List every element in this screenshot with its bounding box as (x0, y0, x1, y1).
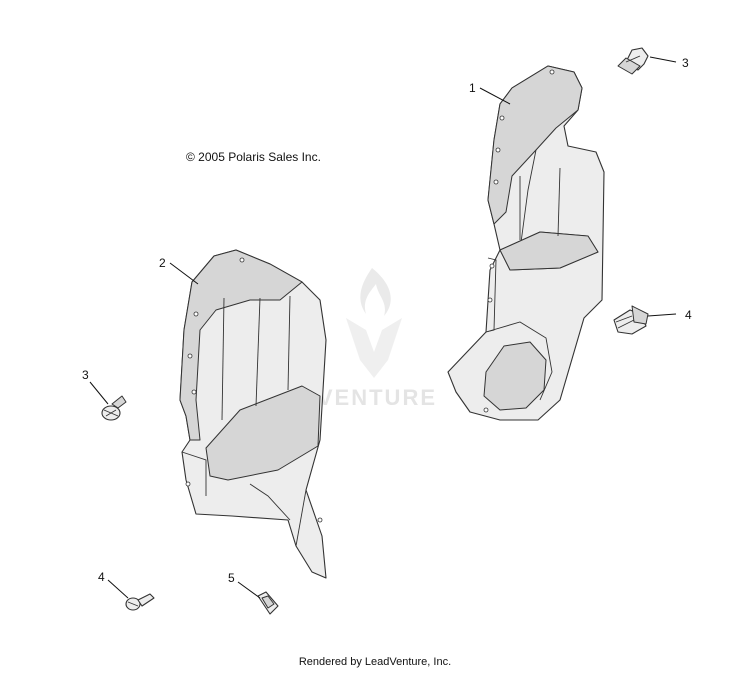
leader-line-3b (89, 381, 109, 405)
leader-line-5 (237, 581, 261, 599)
callout-1: 1 (469, 81, 476, 95)
footer-credit: Rendered by LeadVenture, Inc. (298, 656, 452, 668)
callout-3a: 3 (682, 56, 689, 70)
screw-right (613, 305, 649, 335)
callout-3b: 3 (82, 368, 89, 382)
leader-line-4b (107, 579, 129, 599)
callout-4a: 4 (685, 308, 692, 322)
copyright-notice: © 2005 Polaris Sales Inc. (186, 150, 321, 164)
leader-line-4a (647, 313, 677, 317)
callout-5: 5 (228, 571, 235, 585)
left-shield-panel (179, 249, 327, 579)
leader-line-3a (649, 56, 677, 63)
callout-2: 2 (159, 256, 166, 270)
callout-4b: 4 (98, 570, 105, 584)
leader-line-1 (479, 87, 511, 105)
leader-line-2 (169, 262, 199, 285)
push-rivet-upper-right (617, 47, 649, 75)
right-shield-panel (447, 65, 605, 421)
push-rivet-left (101, 395, 127, 421)
clip-nut (257, 591, 279, 615)
screw-lower-left (125, 593, 155, 611)
